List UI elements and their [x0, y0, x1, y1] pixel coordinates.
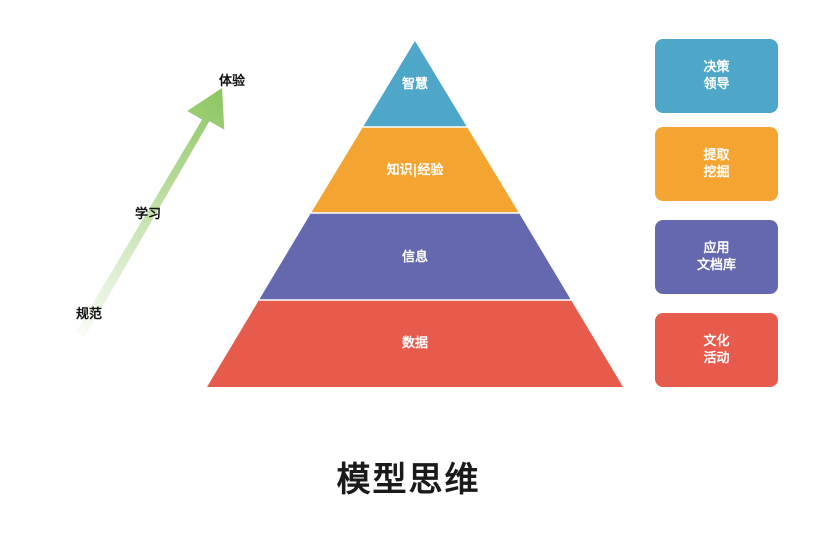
- side-box-extraction: 提取 挖掘: [655, 127, 778, 201]
- pyramid-label-data: 数据: [402, 335, 428, 351]
- pyramid-label-information: 信息: [402, 249, 428, 265]
- side-box-line: 文化: [703, 334, 730, 349]
- side-box-line: 应用: [703, 241, 730, 256]
- side-box-line: 决策: [703, 60, 730, 75]
- pyramid-level-data: [207, 300, 623, 387]
- pyramid-level-knowledge: [311, 127, 519, 213]
- side-box-application: 应用 文档库: [655, 220, 778, 294]
- side-box-decision: 决策 领导: [655, 39, 778, 113]
- side-box-line: 活动: [703, 351, 730, 366]
- side-box-line: 挖掘: [703, 165, 730, 180]
- pyramid-level-wisdom: [363, 41, 467, 127]
- pyramid-label-wisdom: 智慧: [402, 76, 428, 92]
- side-box-line: 提取: [703, 148, 730, 163]
- arrow-label-learning: 学习: [135, 207, 162, 222]
- side-box-line: 领导: [703, 77, 730, 92]
- arrow-label-standard: 规范: [76, 307, 103, 322]
- arrow-label-experience: 体验: [219, 74, 246, 89]
- side-box-line: 文档库: [696, 258, 736, 273]
- growth-arrow-icon: [75, 88, 225, 338]
- diagram-title: 模型思维: [336, 460, 481, 500]
- side-box-culture: 文化 活动: [655, 313, 778, 387]
- pyramid-level-information: [259, 213, 571, 300]
- pyramid-label-knowledge: 知识|经验: [387, 162, 445, 178]
